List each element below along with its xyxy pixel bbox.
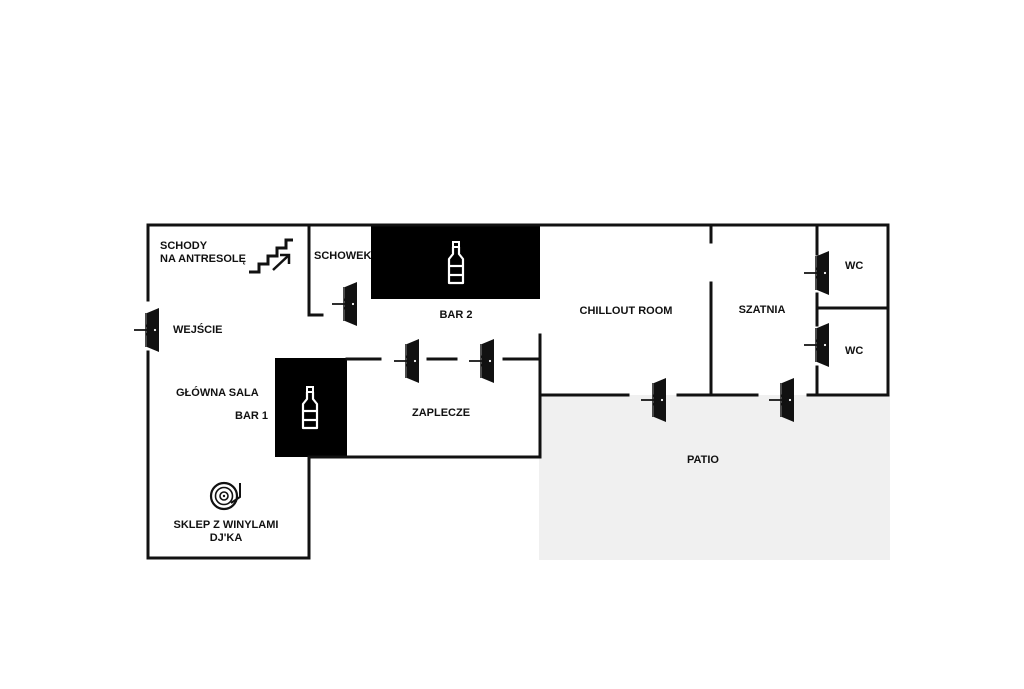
bar-2-block xyxy=(371,225,540,299)
walls xyxy=(146,223,890,560)
label-patio: PATIO xyxy=(687,454,719,466)
label-sklep-line1: SKLEP Z WINYLAMI xyxy=(174,519,279,531)
label-schody-line2: NA ANTRESOLĘ xyxy=(160,253,246,265)
label-schody-line1: SCHODY xyxy=(160,240,208,252)
patio-area xyxy=(539,395,890,560)
entrance-door-icon xyxy=(133,307,160,353)
wc-door-2-icon xyxy=(803,322,830,368)
label-schowek: SCHOWEK xyxy=(314,250,372,262)
label-wc-2: WC xyxy=(845,345,863,357)
zaplecze-door-right-icon xyxy=(468,338,495,384)
stairs-icon xyxy=(249,238,293,274)
label-sklep-line2: DJ'KA xyxy=(210,532,243,544)
label-glowna-sala: GŁÓWNA SALA xyxy=(176,386,259,399)
bar-1-block xyxy=(275,358,347,457)
label-bar-2: BAR 2 xyxy=(439,309,472,321)
label-szatnia: SZATNIA xyxy=(739,304,786,316)
label-chillout-room: CHILLOUT ROOM xyxy=(580,305,673,317)
wc-door-1-icon xyxy=(803,250,830,296)
zaplecze-door-left-icon xyxy=(393,338,420,384)
label-bar-1: BAR 1 xyxy=(235,410,268,422)
label-zaplecze: ZAPLECZE xyxy=(412,407,470,419)
label-wejscie: WEJŚCIE xyxy=(173,323,223,336)
schowek-door-icon xyxy=(331,281,358,327)
vinyl-record-icon xyxy=(209,481,241,511)
label-wc-1: WC xyxy=(845,260,863,272)
